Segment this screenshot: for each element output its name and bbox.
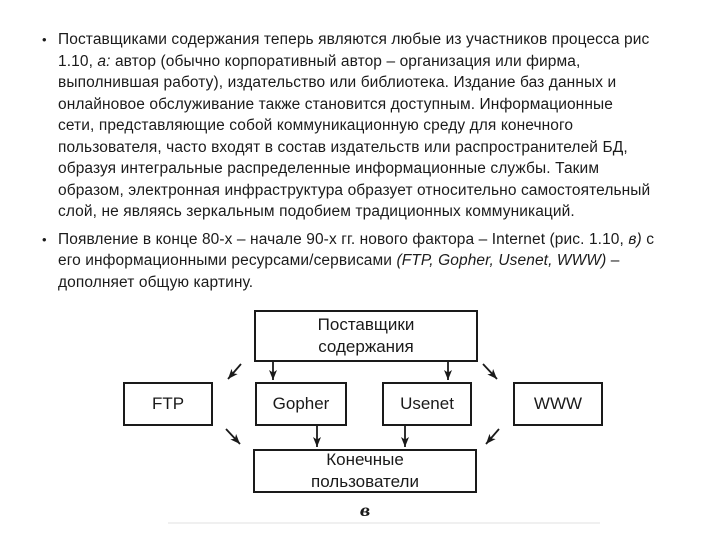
text-line: пользователя, часто входят в состав изда… — [58, 137, 682, 159]
text-segment: Появление в конце 80-х – начале 90-х гг.… — [58, 230, 629, 248]
arrow-ftp-endusers — [225, 428, 241, 445]
diagram-box-content-providers: Поставщики содержания — [254, 310, 478, 362]
text-line: сети, представляющие собой коммуникацион… — [58, 115, 682, 137]
text-segment: – — [606, 252, 620, 269]
text-segment: выполнившая работу), издательство или би… — [58, 74, 617, 91]
text-segment: образуя интегральные распределенные инфо… — [58, 160, 600, 177]
text-segment: слой, не являясь зеркальным подобием тра… — [58, 203, 575, 220]
text-segment: образом, электронная инфраструктура обра… — [58, 181, 651, 199]
text-line: Появление в конце 80-х – начале 90-х гг.… — [58, 229, 682, 251]
box-label: Usenet — [400, 394, 454, 413]
diagram-box-ftp: FTP — [123, 382, 213, 426]
text-line: 1.10, а: автор (обычно корпоративный авт… — [58, 51, 682, 73]
bullet-list: • Поставщиками содержания теперь являютс… — [42, 29, 682, 293]
text-segment: онлайновое обслуживание также становится… — [58, 95, 613, 113]
text-segment: пользователя, часто входят в состав изда… — [58, 138, 628, 156]
bullet-marker: • — [42, 32, 47, 47]
text-line: онлайновое обслуживание также становится… — [58, 94, 682, 116]
box-label-line: содержания — [318, 337, 414, 356]
text-segment: дополняет общую картину. — [58, 273, 254, 291]
diagram-box-usenet: Usenet — [382, 382, 472, 426]
text-segment: автор (обычно корпоративный автор – орга… — [110, 52, 581, 70]
italic-segment: а: — [97, 52, 111, 70]
text-segment: 1.10, — [58, 52, 98, 70]
italic-segment: в) — [628, 230, 642, 248]
figure-caption: в — [359, 501, 371, 520]
bullet-marker: • — [42, 231, 47, 247]
text-segment: сети, представляющие собой коммуникацион… — [58, 117, 574, 134]
diagram-box-www: WWW — [513, 382, 603, 426]
text-line: образом, электронная инфраструктура обра… — [58, 180, 682, 202]
text-line: образуя интегральные распределенные инфо… — [58, 158, 682, 180]
box-label-line: пользователи — [311, 472, 419, 491]
arrow-www-endusers — [485, 428, 500, 445]
diagram-box-gopher: Gopher — [255, 382, 347, 426]
bullet-item: • Поставщиками содержания теперь являютс… — [42, 29, 682, 223]
bullet-text: Поставщиками содержания теперь являются … — [58, 29, 682, 223]
diagram-box-end-users: Конечные пользователи — [253, 449, 477, 493]
box-label: WWW — [533, 394, 583, 413]
box-label: FTP — [151, 394, 185, 413]
bullet-item: • Появление в конце 80-х – начале 90-х г… — [42, 229, 682, 294]
text-segment: Поставщиками содержания теперь являются … — [58, 31, 650, 48]
text-line: выполнившая работу), издательство или би… — [58, 72, 682, 94]
arrow-providers-ftp — [227, 363, 242, 380]
text-segment: его информационными ресурсами/сервисами — [58, 252, 397, 269]
box-label: Gopher — [272, 394, 330, 413]
text-line: его информационными ресурсами/сервисами … — [58, 250, 682, 272]
text-line: слой, не являясь зеркальным подобием тра… — [58, 201, 682, 223]
text-line: Поставщиками содержания теперь являются … — [58, 29, 682, 51]
box-label-line: Конечные — [326, 450, 404, 469]
italic-segment: (FTP, Gopher, Usenet, WWW) — [396, 252, 607, 269]
bullet-text: Появление в конце 80-х – начале 90-х гг.… — [58, 229, 682, 294]
box-label-line: Поставщики — [317, 315, 415, 334]
text-segment: с — [641, 230, 655, 248]
arrow-providers-www — [482, 363, 498, 380]
text-line: дополняет общую картину. — [58, 272, 682, 294]
